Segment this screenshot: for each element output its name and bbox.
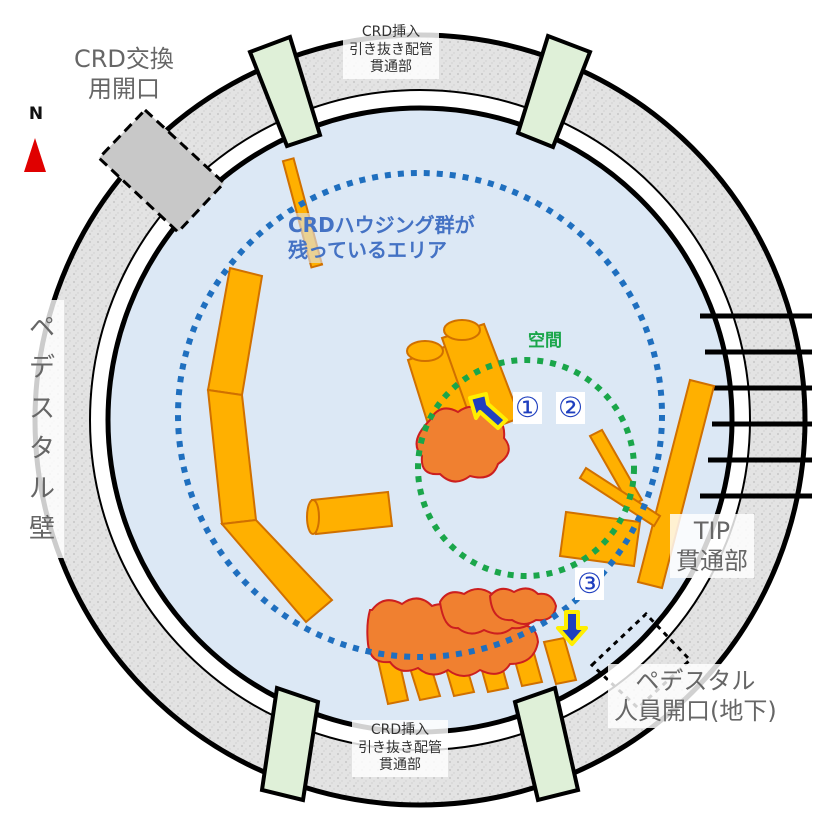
crd-exchange-opening-label: CRD交換 用開口 bbox=[68, 42, 180, 106]
north-arrow-icon bbox=[24, 138, 46, 172]
crd-penetration-top bbox=[247, 33, 593, 150]
north-label: N bbox=[28, 104, 44, 124]
tip-penetration-label: TIP 貫通部 bbox=[670, 514, 754, 578]
space-boundary bbox=[415, 357, 637, 579]
arrow-icon-1 bbox=[468, 392, 508, 430]
space-label: 空間 bbox=[528, 331, 562, 351]
crd-penetration-bottom-label: CRD挿入 引き抜き配管 貫通部 bbox=[352, 720, 448, 777]
arrow-icon-3 bbox=[556, 610, 588, 646]
marker-2: ② bbox=[556, 391, 586, 424]
north-indicator: N bbox=[22, 104, 50, 124]
pedestal-personnel-opening-label: ペデスタル 人員開口(地下) bbox=[608, 664, 783, 728]
crd-exchange-opening bbox=[96, 107, 227, 235]
crd-housing-area-label: CRDハウジング群が 残っているエリア bbox=[288, 213, 475, 263]
marker-1: ① bbox=[513, 391, 543, 424]
tip-penetration-stripes bbox=[700, 313, 812, 499]
marker-3: ③ bbox=[575, 567, 605, 600]
pedestal-wall-label: ペ デ ス タ ル 壁 bbox=[20, 300, 64, 558]
crd-penetration-top-label: CRD挿入 引き抜き配管 貫通部 bbox=[343, 22, 439, 79]
crd-penetration-bottom bbox=[259, 685, 581, 803]
crd-housing-area-boundary bbox=[175, 170, 665, 660]
